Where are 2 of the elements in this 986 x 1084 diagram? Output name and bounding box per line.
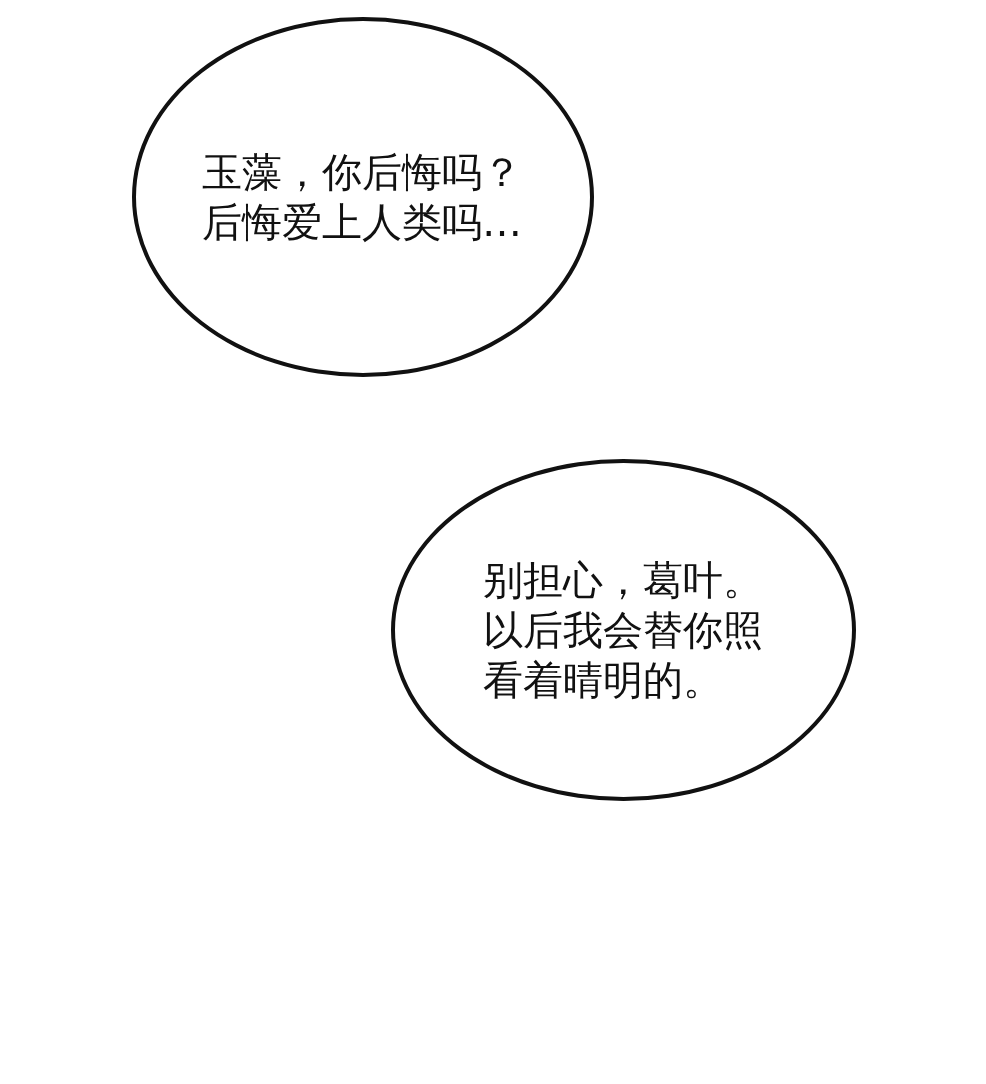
speech-text: 玉藻，你后悔吗？后悔爱上人类吗…	[202, 148, 523, 247]
speech-text: 别担心，葛叶。以后我会替你照看着晴明的。	[482, 556, 764, 705]
